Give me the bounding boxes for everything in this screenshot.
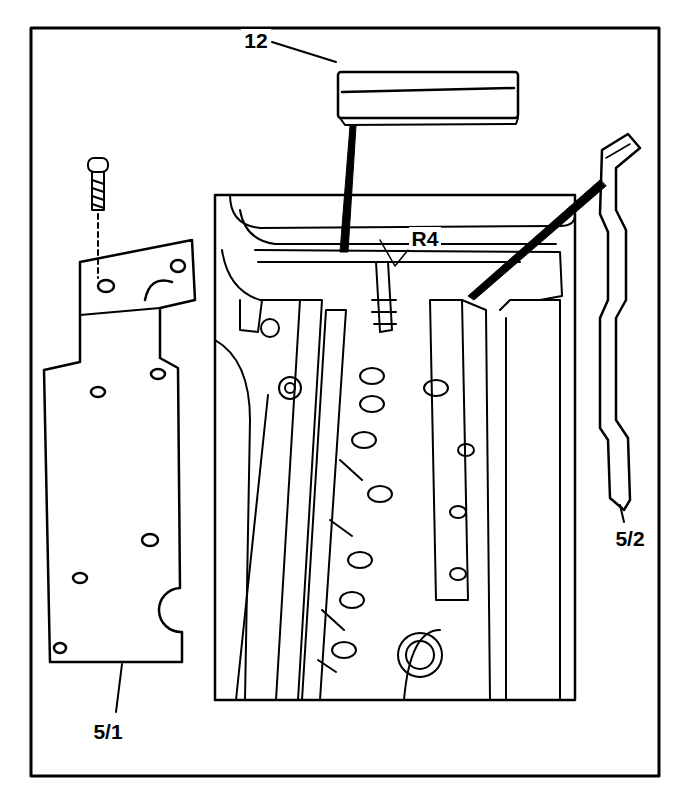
callout-number: 5/2 bbox=[612, 527, 647, 550]
leader-line bbox=[340, 126, 356, 252]
callout-number: R4 bbox=[409, 227, 442, 250]
outer-frame bbox=[31, 28, 659, 776]
callout-number: 12 bbox=[241, 29, 270, 52]
part-5-2-strip bbox=[600, 134, 640, 510]
part-12-strip bbox=[338, 72, 518, 125]
cylinder-head-view bbox=[215, 195, 575, 700]
leader-line bbox=[116, 664, 122, 712]
part-5-1-plate bbox=[44, 240, 195, 662]
callout-number: 5/1 bbox=[90, 720, 125, 743]
leader-line bbox=[272, 42, 336, 62]
leader-line bbox=[620, 505, 624, 522]
leader-line bbox=[468, 180, 606, 300]
